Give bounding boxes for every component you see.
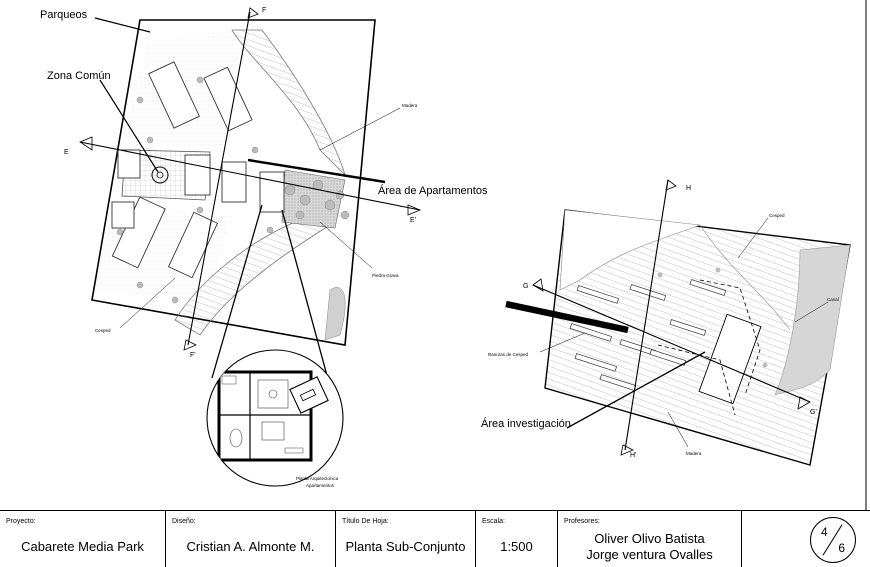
- apt-block: [117, 149, 141, 179]
- apt-block: [221, 161, 247, 203]
- sheet-title-label: Título De Hoja:: [342, 518, 389, 525]
- section-F2: F': [190, 352, 196, 359]
- apt-block: [148, 61, 200, 129]
- label-cesped-1: Cesped: [95, 328, 111, 333]
- project-value: Cabarete Media Park: [21, 539, 144, 554]
- grass-slot: [569, 323, 613, 342]
- apt-block: [259, 171, 285, 213]
- grass-slot: [629, 284, 667, 301]
- label-zona-comun: Zona Común: [47, 70, 111, 82]
- label-area-apartamentos: Área de Apartamentos: [378, 184, 488, 197]
- canal-right: [774, 244, 851, 396]
- section-F: F: [262, 7, 266, 14]
- project-label: Proyecto:: [6, 518, 36, 525]
- apt-block: [167, 211, 219, 279]
- sheet-title-value: Planta Sub-Conjunto: [345, 539, 466, 554]
- gravel-area: [281, 169, 346, 229]
- label-canal: Canal: [827, 297, 839, 302]
- grass-slot: [574, 353, 618, 372]
- sheet-title-cell: Título De Hoja: Planta Sub-Conjunto: [336, 511, 476, 567]
- site-plan-drawing: E E' F F' Parqueos Zona Común Área de Ap…: [40, 0, 867, 510]
- grass-band: [559, 209, 701, 291]
- section-G2: G': [810, 409, 817, 416]
- professors-label: Profesores:: [564, 518, 600, 525]
- scale-cell: Escala: 1:500: [476, 511, 558, 567]
- apt-block: [111, 201, 135, 229]
- label-planta-2: Apartamentos: [306, 483, 335, 488]
- section-E: E: [64, 149, 69, 156]
- design-value: Cristian A. Almonte M.: [186, 539, 315, 554]
- section-H: H: [686, 185, 691, 192]
- label-ranuras: Ranuras de Cesped: [488, 352, 529, 357]
- section-H2: H': [630, 452, 636, 459]
- right-research-plan: G G' H H' Área investigación Cesped Cana…: [481, 179, 851, 466]
- research-building: [698, 313, 762, 405]
- left-site-plan: E E' F F' Parqueos Zona Común Área de Ap…: [40, 7, 488, 417]
- plaza-fountain: [151, 166, 169, 184]
- section-E2: E': [410, 217, 416, 224]
- label-cesped-2: Cesped: [769, 213, 785, 218]
- label-planta-1: Planta Arquitectonica: [296, 476, 339, 481]
- design-cell: Diseño: Cristian A. Almonte M.: [166, 511, 336, 567]
- label-parqueos: Parqueos: [40, 9, 88, 21]
- grass-slot: [576, 285, 620, 304]
- grass-slot: [669, 319, 707, 336]
- grass-slot: [689, 279, 727, 296]
- sheet-total: 6: [838, 541, 845, 555]
- professors-cell: Profesores: Oliver Olivo Batista Jorge v…: [558, 511, 742, 567]
- apartment-detail: Planta Arquitectonica Apartamentos: [206, 349, 344, 488]
- apt-block: [203, 66, 253, 132]
- design-label: Diseño:: [172, 518, 196, 525]
- professor-2: Jorge ventura Ovalles: [586, 547, 713, 562]
- scale-value: 1:500: [500, 539, 533, 554]
- label-area-investigacion: Área investigación: [481, 417, 571, 430]
- sheet-number-badge: 4 6: [810, 517, 856, 563]
- professor-1: Oliver Olivo Batista: [594, 531, 705, 546]
- title-block: Proyecto: Cabarete Media Park Diseño: Cr…: [0, 510, 870, 567]
- section-G: G: [523, 283, 528, 290]
- label-madera-2: Madera: [686, 451, 702, 456]
- canal-left: [324, 287, 346, 341]
- apt-block: [184, 154, 211, 196]
- scale-label: Escala:: [482, 518, 505, 525]
- site-boundary-right: [544, 209, 851, 466]
- label-madera-1: Madera: [402, 103, 418, 108]
- project-cell: Proyecto: Cabarete Media Park: [0, 511, 166, 567]
- sheet-number: 4: [821, 525, 828, 539]
- label-piedra-grava: Piedra Grava: [372, 273, 399, 278]
